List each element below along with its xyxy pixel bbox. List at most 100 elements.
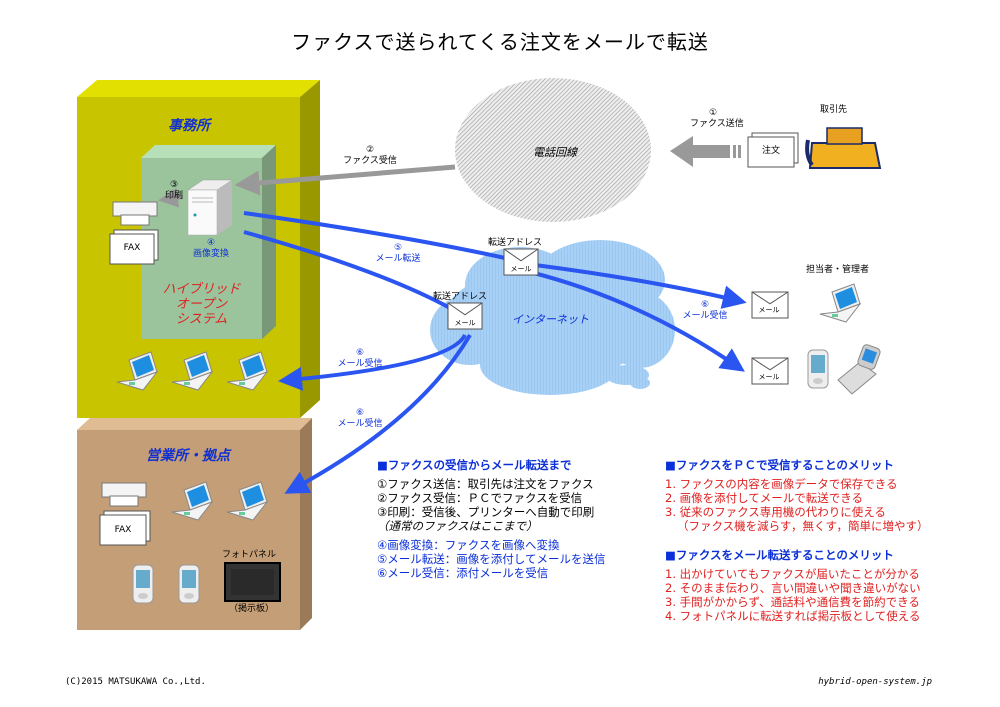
flow-line: ③印刷：受信後、プリンターへ自動で印刷 [377, 505, 595, 519]
mail-envelope-icon [447, 302, 483, 330]
step-text: メール受信 [337, 419, 383, 429]
laptop-icon [171, 481, 214, 521]
manager-label: 担当者・管理者 [806, 265, 870, 275]
flow-line: ⑥メール受信：添付メールを受信 [377, 566, 549, 580]
step-number: ② [365, 145, 375, 155]
merit-item: （ファクス機を減らす，無くす，簡単に増やす） [677, 519, 929, 533]
mail-label: メール [454, 319, 476, 327]
arrow-mail-receive-branch [284, 333, 472, 494]
site-url: hybrid-open-system.jp [818, 677, 932, 687]
order-document [747, 132, 799, 168]
laptop-icon [226, 481, 269, 521]
server-icon [187, 179, 233, 236]
merit-item: 1. ファクスの内容を画像データで保存できる [665, 477, 898, 491]
forward-address-label-1: 転送アドレス [488, 238, 543, 248]
step-number: ⑤ [393, 243, 403, 253]
merit-pc-heading: ■ファクスをＰＣで受信することのメリット [665, 458, 894, 472]
system-title: ハイブリッド オープン システム [141, 282, 262, 327]
laptop-icon [226, 351, 269, 391]
step-text: ファクス受信 [343, 156, 397, 166]
arrow-mail-forward-1 [243, 211, 506, 260]
phone-line-cloud [455, 78, 651, 222]
mail-envelope-icon [751, 291, 789, 319]
fax-document-office [109, 229, 159, 265]
merit-pc-section: ■ファクスをＰＣで受信することのメリット 1. ファクスの内容を画像データで保存… [665, 458, 929, 533]
phone-line-label: 電話回線 [533, 146, 577, 159]
step-text: メール受信 [682, 311, 728, 321]
step-text: 画像変換 [192, 249, 229, 259]
flow-line: ①ファクス送信：取引先は注文をファクス [377, 477, 594, 491]
printer-icon-branch [101, 482, 147, 507]
step-number: ④ [206, 238, 216, 248]
merit-item: 1. 出かけていてもファクスが届いたことが分かる [665, 567, 920, 581]
photo-panel-label: フォトパネル [222, 550, 277, 560]
merit-mail-section: ■ファクスをメール転送することのメリット 1. 出かけていてもファクスが届いたこ… [665, 548, 921, 623]
merit-item: 4. フォトパネルに転送すれば掲示板として使える [665, 609, 921, 623]
mail-envelope-icon [751, 357, 789, 385]
arrow-mail-receive-manager-pc [534, 263, 747, 309]
smartphone-icon [807, 349, 829, 389]
arrow-mail-receive-manager-mobile [529, 270, 745, 372]
step-number: ③ [169, 180, 179, 190]
printer-icon-office [112, 201, 158, 226]
fax-document-branch [99, 510, 151, 546]
flow-heading: ■ファクスの受信からメール転送まで [377, 458, 572, 472]
merit-item: 3. 従来のファクス専用機の代わりに使える [665, 505, 886, 519]
laptop-icon [116, 351, 159, 391]
flow-line: ②ファクス受信：ＰＣでファクスを受信 [377, 491, 583, 505]
client-label: 取引先 [820, 105, 848, 115]
step-text: メール転送 [375, 254, 421, 264]
branch-title: 営業所・拠点 [146, 448, 230, 464]
bulletin-board-label: （掲示板） [229, 604, 275, 614]
fax-machine-icon [805, 127, 882, 169]
fax-label-office: FAX [123, 243, 141, 253]
photo-panel-icon [224, 562, 281, 602]
arrow-fax-receive [234, 164, 456, 196]
system-title-line: システム [175, 312, 228, 327]
laptop-icon [819, 283, 862, 323]
fax-label-branch: FAX [114, 525, 132, 535]
page-title: ファクスで送られてくる注文をメールで転送 [291, 30, 709, 54]
merit-item: 2. そのまま伝わり、言い間違いや聞き違いがない [665, 581, 921, 595]
step-text: メール受信 [337, 359, 383, 369]
mail-label: メール [510, 265, 532, 273]
arrow-print [158, 187, 184, 208]
system-title-line: ハイブリッド [162, 282, 241, 297]
laptop-icon [171, 351, 214, 391]
mail-label: メール [758, 306, 780, 314]
flow-line: ⑤メール転送：画像を添付してメールを送信 [377, 552, 606, 566]
mail-envelope-icon [503, 248, 539, 276]
internet-label: インターネット [512, 313, 589, 326]
flow-note: （通常のファクスはここまで） [377, 519, 538, 533]
merit-mail-heading: ■ファクスをメール転送することのメリット [665, 548, 894, 562]
arrow-fax-send [670, 136, 741, 167]
forward-address-label-2: 転送アドレス [433, 292, 488, 302]
order-label: 注文 [761, 146, 780, 156]
flow-line: ④画像変換：ファクスを画像へ変換 [377, 538, 560, 552]
step-number: ⑥ [355, 348, 365, 358]
step-number: ⑥ [355, 408, 365, 418]
arrow-mail-receive-office [278, 333, 467, 391]
step-number: ⑥ [700, 300, 710, 310]
office-title: 事務所 [168, 118, 210, 134]
copyright: (C)2015 MATSUKAWA Co.,Ltd. [65, 677, 206, 687]
step-number: ① [708, 108, 718, 118]
merit-item: 2. 画像を添付してメールで転送できる [665, 491, 864, 505]
flow-section: ■ファクスの受信からメール転送まで ①ファクス送信：取引先は注文をファクス ②フ… [377, 458, 605, 580]
flip-phone-icon [837, 344, 881, 395]
step-text: 印刷 [164, 191, 183, 201]
smartphone-icon [178, 564, 200, 604]
merit-item: 3. 手間がかからず、通話料や通信費を節約できる [665, 595, 920, 609]
system-title-line: オープン [175, 297, 228, 312]
mail-label: メール [758, 373, 780, 381]
smartphone-icon [132, 564, 154, 604]
arrow-mail-forward-2 [243, 230, 451, 310]
